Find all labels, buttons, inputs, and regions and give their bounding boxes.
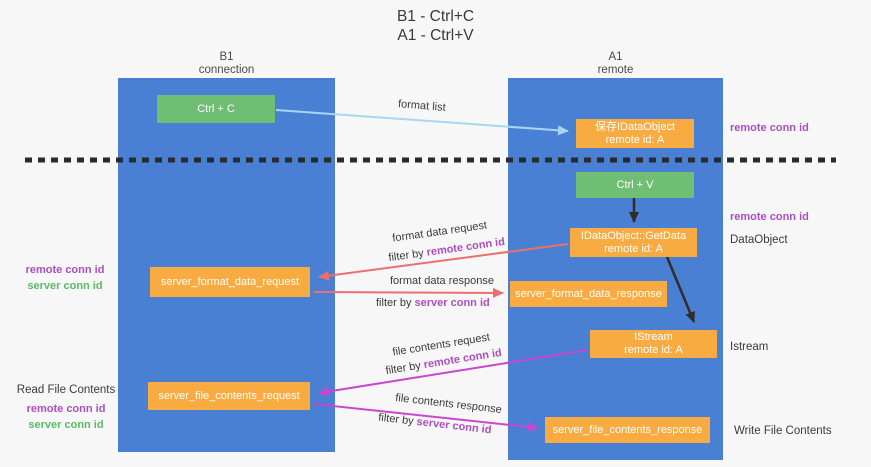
remote-conn-id-left-bottom: remote conn id bbox=[26, 403, 106, 415]
title-line-1: B1 - Ctrl+C bbox=[396, 8, 475, 25]
server-conn-id-filter-1: server conn id bbox=[414, 297, 490, 309]
right-column-header: A1 remote bbox=[508, 51, 723, 76]
server-file-contents-response-node: server_file_contents_response bbox=[545, 417, 710, 443]
save-dataobject-line1: 保存IDataObject bbox=[594, 120, 676, 133]
file-contents-response-label: file contents response bbox=[394, 391, 503, 417]
right-column-role: remote bbox=[597, 63, 634, 76]
remote-conn-id-annotation-top: remote conn id bbox=[730, 122, 809, 134]
server-file-contents-response-label: server_file_contents_response bbox=[552, 423, 703, 436]
server-format-data-response-label: server_format_data_response bbox=[515, 287, 662, 300]
remote-conn-id-left-top: remote conn id bbox=[25, 264, 105, 276]
write-file-contents-annotation: Write File Contents bbox=[734, 425, 832, 437]
istream-annotation: Istream bbox=[730, 341, 769, 353]
format-list-label: format list bbox=[397, 98, 447, 114]
server-conn-id-left-bottom: server conn id bbox=[28, 419, 104, 431]
ctrl-v-node: Ctrl + V bbox=[576, 172, 694, 198]
server-format-data-request-label: server_format_data_request bbox=[160, 275, 300, 288]
left-conn-id-group-top: remote conn id server conn id bbox=[12, 262, 118, 294]
getdata-line1: IDataObject::GetData bbox=[580, 229, 687, 242]
format-data-response-label: format data response bbox=[390, 275, 494, 287]
getdata-node: IDataObject::GetData remote id: A bbox=[570, 228, 697, 257]
dataobject-annotation: DataObject bbox=[730, 234, 788, 246]
istream-node: IStream remote id: A bbox=[590, 330, 717, 358]
left-column-name: B1 bbox=[219, 51, 234, 63]
server-format-data-request-node: server_format_data_request bbox=[150, 267, 310, 297]
remote-conn-id-filter-1: remote conn id bbox=[425, 235, 506, 259]
left-conn-id-group-bottom: Read File Contents remote conn id server… bbox=[10, 382, 122, 433]
filter-by-text: filter by bbox=[384, 359, 422, 378]
ctrl-c-label: Ctrl + C bbox=[197, 102, 235, 115]
server-format-data-response-node: server_format_data_response bbox=[510, 281, 667, 307]
right-column-name: A1 bbox=[608, 51, 623, 63]
ctrl-v-label: Ctrl + V bbox=[616, 178, 654, 191]
format-data-response-arrow bbox=[313, 287, 504, 298]
filter-by-server-conn-id-label-1: filter by server conn id bbox=[376, 297, 490, 309]
diagram-title: B1 - Ctrl+C A1 - Ctrl+V bbox=[0, 7, 871, 45]
left-column-header: B1 connection bbox=[118, 51, 335, 76]
filter-by-server-conn-id-label-2: filter by server conn id bbox=[378, 412, 492, 437]
ctrl-c-node: Ctrl + C bbox=[157, 95, 275, 123]
left-column-role: connection bbox=[198, 63, 255, 76]
title-line-2: A1 - Ctrl+V bbox=[397, 27, 474, 44]
remote-conn-id-annotation-mid: remote conn id bbox=[730, 211, 809, 223]
filter-by-text: filter by bbox=[387, 247, 425, 265]
server-conn-id-left-top: server conn id bbox=[27, 280, 103, 292]
save-dataobject-line2: remote id: A bbox=[605, 133, 665, 146]
filter-by-text: filter by bbox=[376, 297, 412, 309]
istream-line1: IStream bbox=[634, 331, 673, 343]
server-file-contents-request-node: server_file_contents_request bbox=[148, 382, 310, 410]
getdata-line2: remote id: A bbox=[604, 242, 663, 255]
save-dataobject-node: 保存IDataObject remote id: A bbox=[576, 119, 694, 148]
read-file-contents-annotation: Read File Contents bbox=[16, 384, 116, 396]
istream-line2: remote id: A bbox=[624, 344, 683, 356]
filter-by-text: filter by bbox=[377, 411, 415, 428]
server-file-contents-request-label: server_file_contents_request bbox=[158, 389, 300, 402]
server-conn-id-filter-2: server conn id bbox=[415, 415, 493, 437]
